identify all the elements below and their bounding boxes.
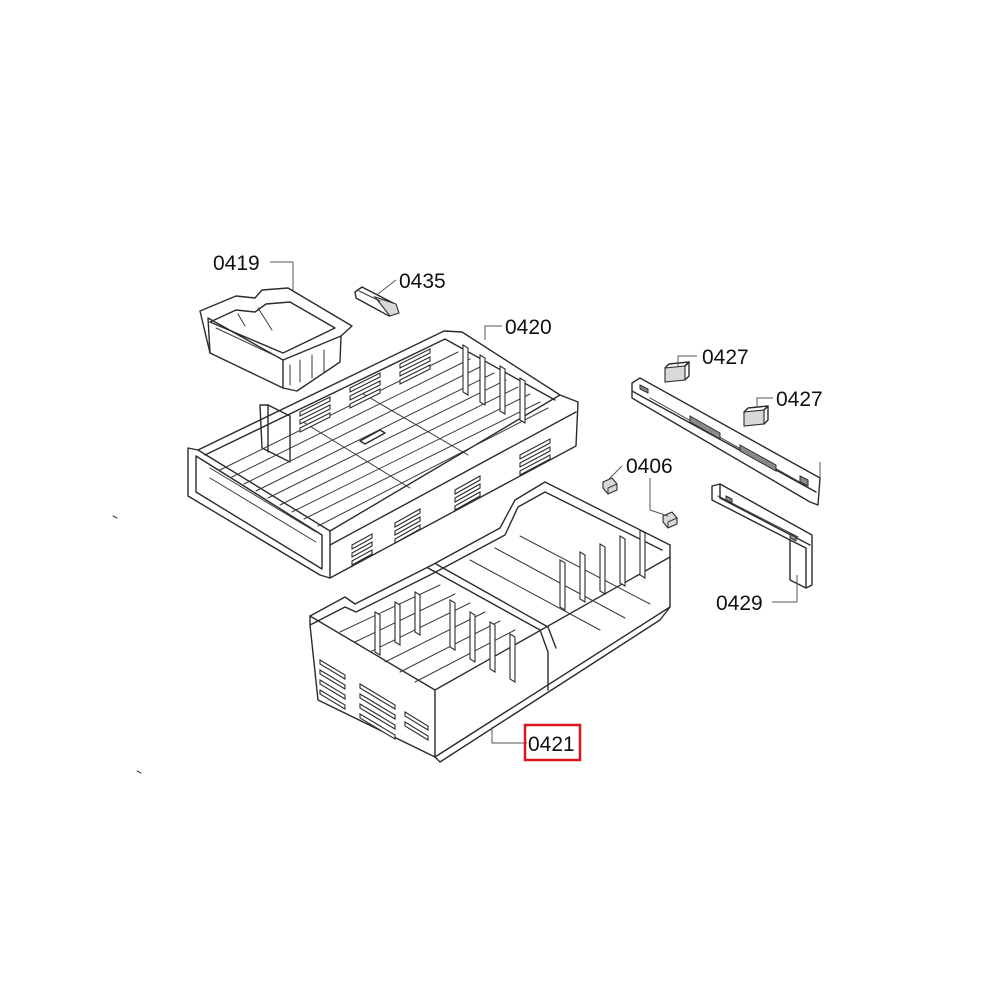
callout-0406-label: 0406	[626, 455, 673, 478]
callout-0435: 0435	[377, 270, 446, 295]
callout-0420-label: 0420	[505, 316, 552, 339]
callout-0427b: 0427	[756, 388, 823, 411]
callout-0427a: 0427	[677, 346, 749, 369]
part-rail	[631, 377, 821, 506]
stray-mark-left	[112, 515, 118, 519]
callout-0427a-label: 0427	[702, 346, 749, 369]
callout-0429: 0429	[716, 462, 821, 615]
callout-0406: 0406	[607, 455, 673, 517]
callout-0427b-label: 0427	[776, 388, 823, 411]
upper-drawer-floor-grid	[219, 351, 549, 527]
part-0435-clip	[354, 286, 400, 317]
callout-0420: 0420	[484, 316, 552, 340]
callout-0435-label: 0435	[399, 270, 446, 293]
part-0427b-pad	[743, 405, 769, 427]
callout-0421-highlight-box	[523, 723, 582, 762]
part-0421-lower-basket	[309, 481, 671, 763]
lower-basket-front-slots	[319, 659, 429, 741]
upper-drawer-back-slots	[299, 344, 526, 433]
callout-0429-label: 0429	[716, 592, 763, 615]
lower-basket-side-slots	[374, 529, 646, 683]
part-0406-screws	[602, 477, 678, 529]
callout-0421-label: 0421	[528, 733, 575, 756]
part-0420-upper-drawer	[187, 330, 579, 579]
callout-0421: 0421	[491, 723, 582, 762]
callout-0419-label: 0419	[213, 252, 260, 275]
part-0429-bracket	[711, 483, 813, 589]
part-0419-bin	[199, 287, 353, 392]
stray-mark-bottom	[136, 770, 142, 774]
upper-drawer-side-slots	[351, 438, 551, 566]
part-0427a-pad	[664, 361, 690, 383]
callout-0419: 0419	[213, 252, 294, 290]
